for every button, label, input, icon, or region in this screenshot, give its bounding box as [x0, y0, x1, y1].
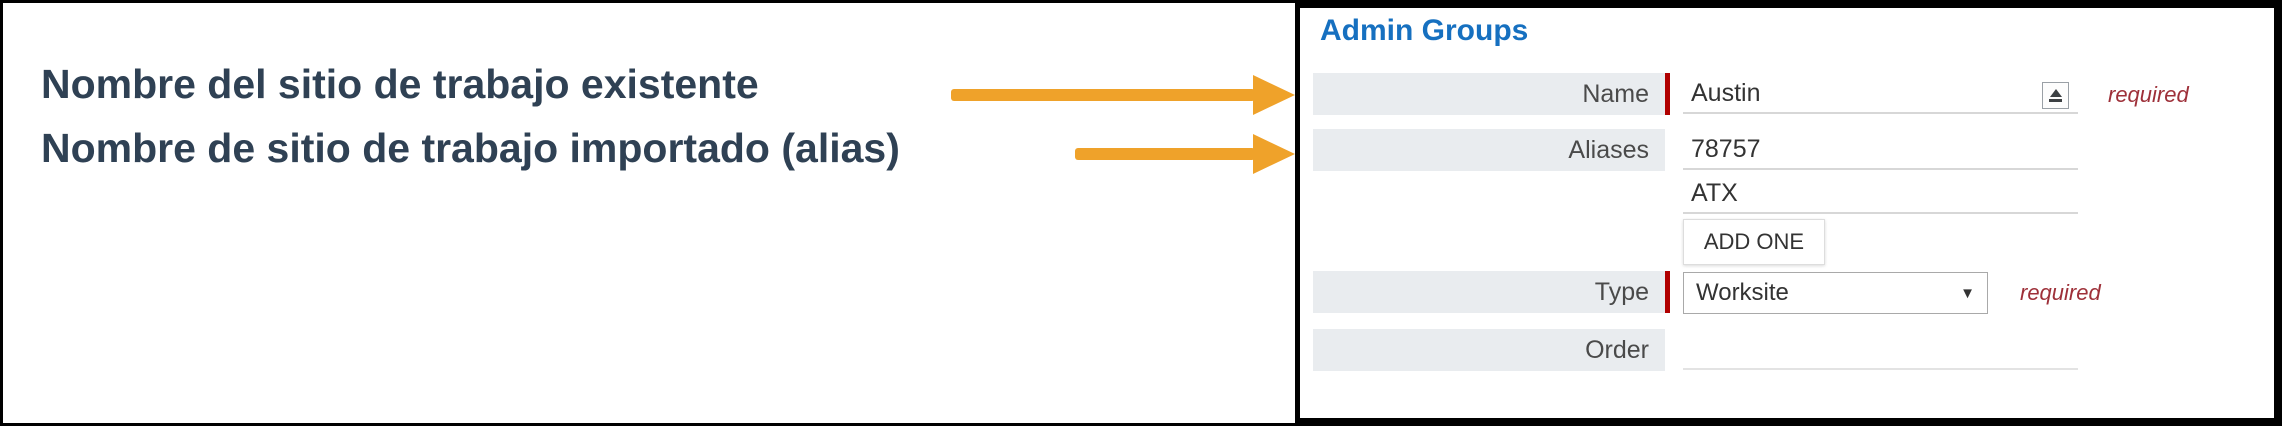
- autofill-icon[interactable]: [2042, 82, 2069, 109]
- type-select-value: Worksite: [1696, 279, 1789, 306]
- arrow-head-icon: [1253, 134, 1295, 174]
- annotation-existing-worksite: Nombre del sitio de trabajo existente: [41, 61, 759, 107]
- aliases-field-label: Aliases: [1313, 129, 1665, 171]
- arrow-shaft: [951, 89, 1255, 101]
- type-select[interactable]: Worksite ▼: [1683, 272, 1988, 314]
- type-field-label: Type: [1313, 271, 1665, 313]
- order-field-label: Order: [1313, 329, 1665, 371]
- autofill-bar-glyph: [2049, 99, 2062, 102]
- admin-groups-panel: Admin Groups Name required Aliases ADD O…: [1295, 3, 2279, 423]
- type-required-indicator-bar: [1665, 271, 1670, 313]
- order-input[interactable]: [1683, 330, 2078, 370]
- name-required-note: required: [2108, 82, 2189, 107]
- arrow-head-icon: [1253, 75, 1295, 115]
- alias-input-2[interactable]: [1683, 174, 2078, 214]
- name-required-indicator-bar: [1665, 73, 1670, 115]
- alias-input-1[interactable]: [1683, 130, 2078, 170]
- autofill-arrow-glyph: [2049, 89, 2062, 97]
- add-one-button[interactable]: ADD ONE: [1683, 219, 1825, 265]
- arrow-shaft: [1075, 148, 1255, 160]
- name-field-label: Name: [1313, 73, 1665, 115]
- type-required-note: required: [2020, 280, 2101, 305]
- page-title: Admin Groups: [1320, 14, 1529, 47]
- chevron-down-icon: ▼: [1960, 284, 1975, 302]
- name-input[interactable]: [1683, 74, 2078, 114]
- annotation-imported-worksite: Nombre de sitio de trabajo importado (al…: [41, 125, 900, 171]
